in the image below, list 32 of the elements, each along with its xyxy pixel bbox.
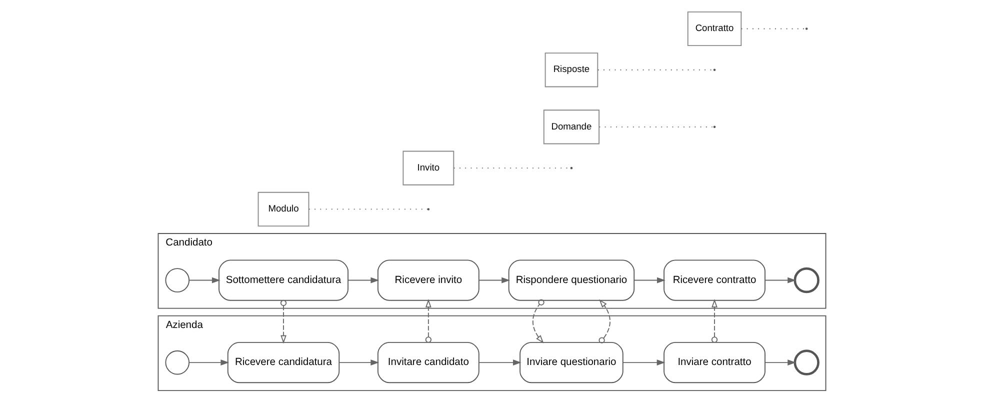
arrow [764,277,796,284]
node-box: Sottomettere candidatura [218,260,348,301]
arrow [188,277,220,284]
arrow [478,360,522,366]
node-box: Ricevere contratto [664,260,766,301]
node-box: Ricevere invito [377,260,480,301]
arrow [478,277,510,284]
arrow [280,300,287,344]
node-circle [794,350,820,376]
node-box: Modulo [258,192,310,226]
arrow [634,277,666,284]
arrow [425,298,432,343]
arrow [338,360,380,366]
arrow [532,299,544,344]
node-box: Contratto [687,11,742,46]
node-box: Inviare contratto [664,342,766,384]
node-circle [165,350,190,375]
node-box: Risposte [544,52,598,88]
arrow [348,277,380,284]
arrow [711,298,718,343]
node-box: Invitare candidato [377,342,480,384]
arrow [764,360,796,366]
arrow [598,299,610,344]
node-box: Invito [402,150,454,186]
node-circle [794,267,820,294]
arrow [622,360,666,366]
node-box: Ricevere candidatura [227,342,340,384]
arrow [188,360,230,366]
node-box: Inviare questionario [520,342,624,384]
node-circle [165,268,190,292]
node-box: Rispondere questionario [508,260,635,301]
node-box: Domande [543,110,600,144]
